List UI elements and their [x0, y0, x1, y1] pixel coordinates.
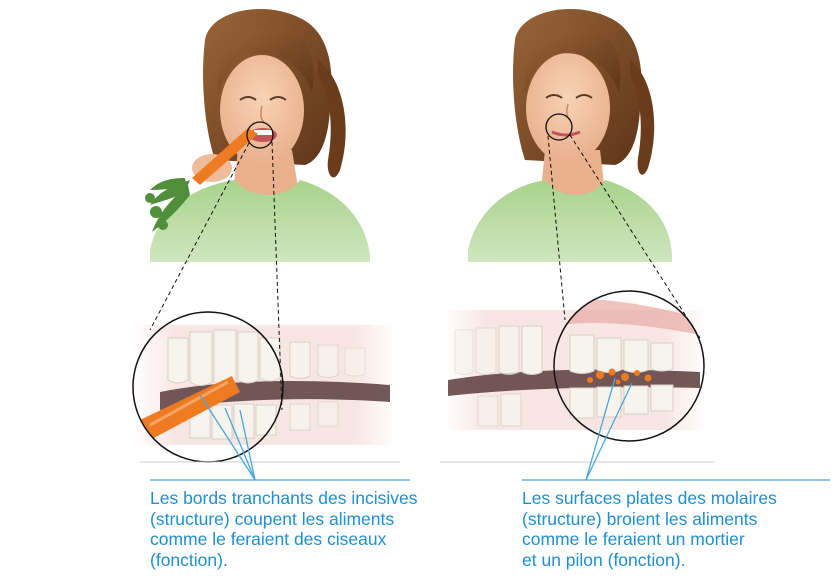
- caption-line: et un pilon (fonction).: [522, 550, 777, 571]
- caption-line: (fonction).: [150, 550, 418, 571]
- caption-line: (structure) broient les aliments: [522, 509, 777, 530]
- molars-closeup: [445, 291, 705, 441]
- caption-incisives: Les bords tranchants des incisives (stru…: [150, 488, 418, 570]
- caption-line: Les bords tranchants des incisives: [150, 488, 418, 509]
- person-left: [145, 9, 370, 262]
- caption-molaires: Les surfaces plates des molaires (struct…: [522, 488, 777, 570]
- caption-line: comme le feraient un mortier: [522, 529, 777, 550]
- caption-line: Les surfaces plates des molaires: [522, 488, 777, 509]
- incisors-closeup: [133, 312, 395, 462]
- caption-line: (structure) coupent les aliments: [150, 509, 418, 530]
- caption-line: comme le feraient des ciseaux: [150, 529, 418, 550]
